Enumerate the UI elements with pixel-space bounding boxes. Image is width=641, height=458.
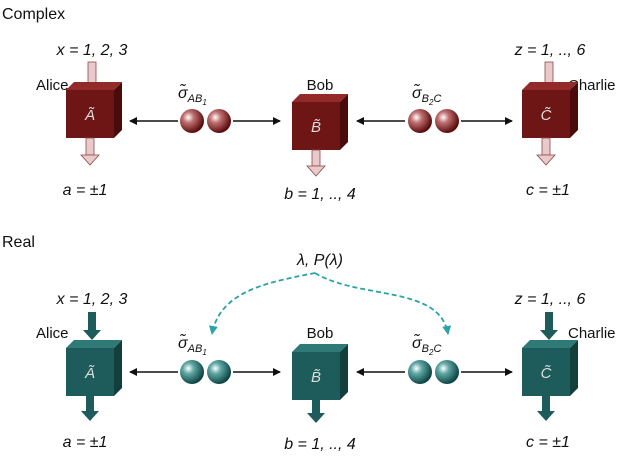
real-alice-name: Alice [36, 325, 69, 342]
complex-particle-ab-left [180, 109, 204, 133]
real-bob-box-label: B̃ [311, 369, 321, 386]
hidden-variable-arrow-right [314, 272, 452, 335]
hidden-variable-label: λ, P(λ) [296, 252, 343, 269]
complex-bob-name: Bob [307, 77, 334, 94]
real-charlie-box-label: C̃ [541, 365, 552, 382]
real-source-ab-label: σ̃AB1 [178, 332, 207, 357]
complex-particle-bc-left [408, 109, 432, 133]
real-particle-ab-right [207, 360, 231, 384]
complex-source-ab: σ̃AB1 [129, 82, 281, 133]
real-alice-output: a = ±1 [63, 434, 108, 451]
complex-bob-output: b = 1, .., 4 [284, 186, 356, 203]
real-section: Real λ, P(λ) x = 1, 2, 3 Alice Ã a = ± [2, 234, 616, 453]
complex-charlie-output: c = ±1 [526, 182, 570, 199]
complex-alice-name: Alice [36, 77, 69, 94]
real-bob: Bob B̃ b = 1, .., 4 [284, 325, 356, 453]
complex-charlie-cube: C̃ [522, 82, 578, 138]
complex-charlie-box-label: C̃ [541, 107, 552, 124]
complex-source-bc-label: σ̃B2C [412, 82, 441, 107]
real-bob-output-arrow [307, 400, 325, 423]
real-charlie-name: Charlie [568, 325, 616, 342]
complex-source-ab-label: σ̃AB1 [178, 82, 207, 107]
real-charlie: z = 1, .., 6 Charlie C̃ c = ±1 [514, 291, 616, 451]
complex-charlie-output-arrow [536, 137, 556, 166]
real-charlie-input-arrow [540, 312, 558, 340]
real-title: Real [2, 234, 35, 251]
real-source-ab: σ̃AB1 [129, 332, 281, 384]
complex-charlie-name: Charlie [568, 77, 616, 94]
real-charlie-input: z = 1, .., 6 [514, 291, 586, 308]
complex-bob-output-arrow [306, 149, 326, 177]
real-bob-output: b = 1, .., 4 [284, 436, 356, 453]
real-charlie-cube: C̃ [522, 340, 578, 396]
real-source-bc-label: σ̃B2C [412, 332, 441, 357]
complex-alice-box-label: Ã [84, 107, 95, 124]
real-charlie-output-arrow [537, 396, 555, 421]
real-alice-cube: Ã [66, 340, 122, 396]
complex-particle-ab-right [207, 109, 231, 133]
complex-alice-output: a = ±1 [63, 182, 108, 199]
complex-alice-input: x = 1, 2, 3 [56, 42, 128, 59]
hidden-variable-arrow-left [209, 272, 316, 335]
real-bob-name: Bob [307, 325, 334, 342]
complex-alice: x = 1, 2, 3 Alice Ã a = ±1 [36, 42, 127, 199]
complex-charlie-input: z = 1, .., 6 [514, 42, 586, 59]
complex-alice-cube: Ã [66, 82, 122, 138]
real-alice-output-arrow [81, 396, 99, 421]
real-alice: x = 1, 2, 3 Alice Ã a = ±1 [36, 291, 127, 451]
complex-section: Complex x = 1, 2, 3 Alice Ã a = ±1 [2, 6, 616, 203]
real-alice-input: x = 1, 2, 3 [56, 291, 128, 308]
complex-bob-box-label: B̃ [311, 119, 321, 136]
complex-charlie: z = 1, .., 6 Charlie C̃ c = ±1 [514, 42, 616, 199]
complex-title: Complex [2, 6, 65, 23]
complex-bob: Bob B̃ b = 1, .., 4 [284, 77, 356, 203]
real-particle-bc-left [408, 360, 432, 384]
real-particle-ab-left [180, 360, 204, 384]
real-alice-box-label: Ã [84, 365, 95, 382]
complex-bob-cube: B̃ [292, 94, 348, 150]
real-bob-cube: B̃ [292, 344, 348, 400]
complex-source-bc: σ̃B2C [356, 82, 513, 133]
real-source-bc: σ̃B2C [356, 332, 513, 384]
real-charlie-output: c = ±1 [526, 434, 570, 451]
complex-particle-bc-right [435, 109, 459, 133]
real-alice-input-arrow [83, 312, 101, 340]
real-particle-bc-right [435, 360, 459, 384]
complex-alice-output-arrow [80, 137, 100, 166]
